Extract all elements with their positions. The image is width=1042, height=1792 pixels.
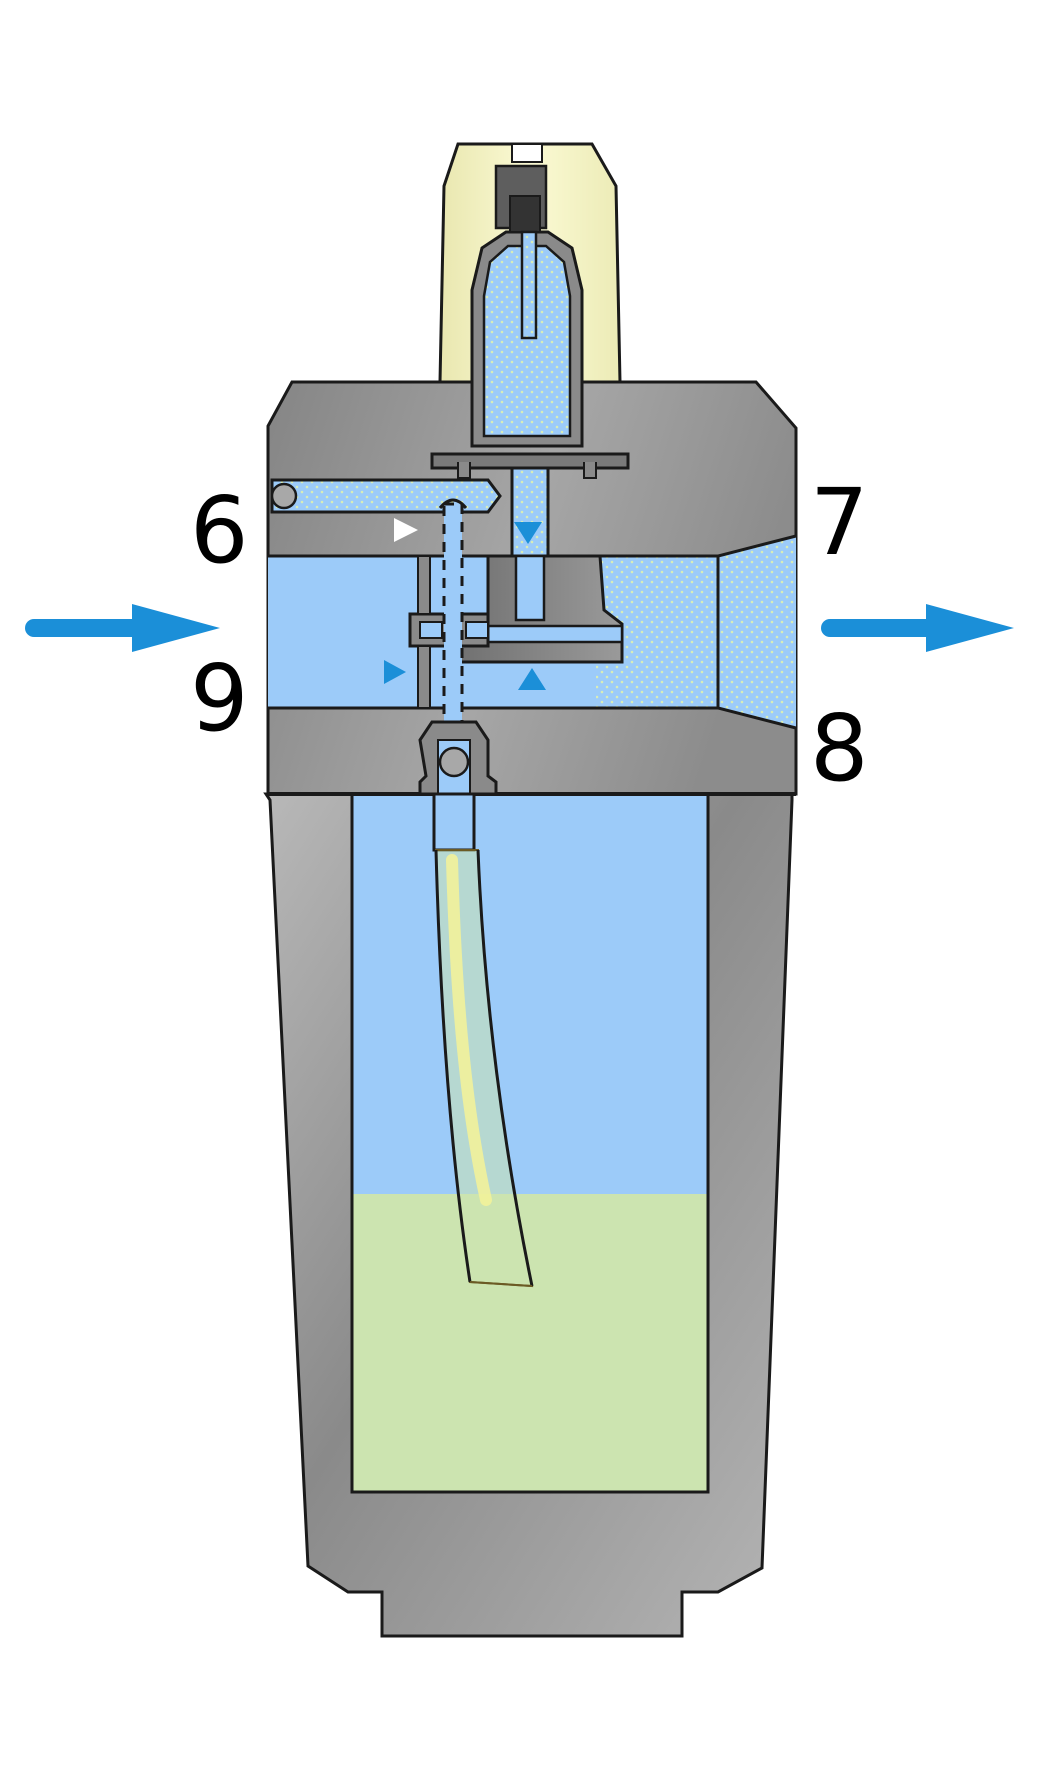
flow-direction-down-icon <box>514 522 542 544</box>
flow-direction-up-icon <box>518 668 546 690</box>
port-label-6: 6 <box>190 477 249 584</box>
port-label-7: 7 <box>810 469 869 576</box>
check-ball-lower <box>438 746 470 778</box>
reservoir-air-space <box>352 794 708 1194</box>
inlet-arrow-icon <box>25 604 220 652</box>
sight-dome <box>430 142 630 479</box>
oil-level <box>352 1194 708 1492</box>
flow-direction-white-icon <box>394 518 418 542</box>
port-label-9: 9 <box>190 645 249 752</box>
outlet-oil-mist <box>596 536 796 728</box>
sight-dome-base <box>430 452 630 470</box>
port-label-8: 8 <box>810 695 869 802</box>
siphon-tube <box>432 792 534 1288</box>
check-ball-upper <box>270 482 298 510</box>
reservoir-bowl <box>263 792 794 1638</box>
outlet-arrow-icon <box>821 604 1014 652</box>
flow-direction-right-icon <box>384 660 406 684</box>
siphon-channel <box>442 502 464 728</box>
sight-dome-top-fitting <box>511 143 543 163</box>
